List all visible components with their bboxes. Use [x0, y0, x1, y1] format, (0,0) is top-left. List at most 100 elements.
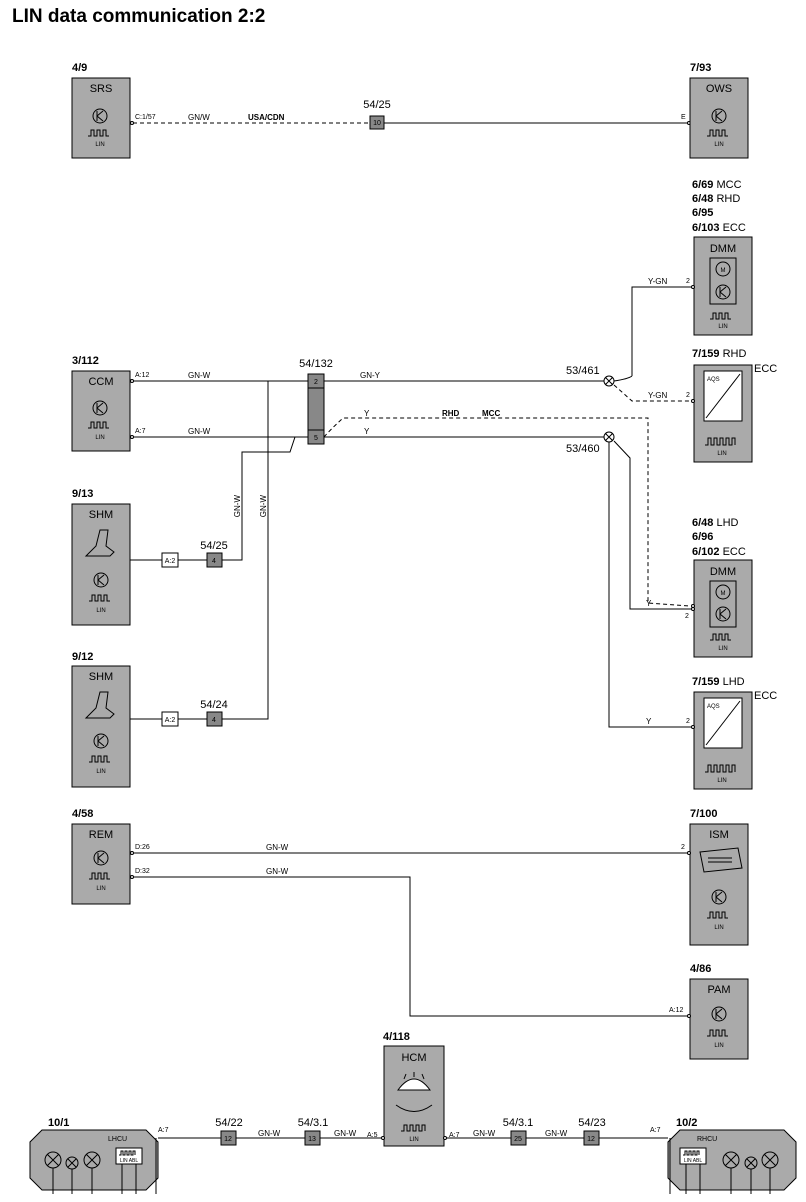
svg-text:LIN: LIN: [714, 142, 723, 148]
svg-text:LIN: LIN: [717, 451, 726, 457]
svg-text:2: 2: [681, 844, 685, 851]
svg-text:DMM: DMM: [710, 243, 736, 255]
svg-text:GN-Y: GN-Y: [360, 371, 381, 380]
usa-cdn-label: USA/CDN: [248, 113, 285, 122]
module-dmm-rhd: 6/69 MCC 6/48 RHD 6/95 6/103 ECC DMM M L…: [692, 179, 753, 336]
svg-text:GN-W: GN-W: [266, 867, 289, 876]
svg-text:A:7: A:7: [449, 1132, 460, 1139]
ignition-switch-icon: [699, 847, 743, 873]
svg-text:GN-W: GN-W: [266, 843, 289, 852]
svg-text:DMM: DMM: [710, 566, 736, 578]
module-rhcu: 10/2 RHCU LIN ABL: [667, 1117, 797, 1194]
module-aqs-rhd: 7/159 RHD ECC AQS LIN: [692, 348, 777, 463]
module-dmm-lhd: 6/48 LHD 6/96 6/102 ECC DMM M LIN: [692, 517, 753, 658]
svg-text:A:7: A:7: [650, 1127, 661, 1134]
transistor-icon: [92, 108, 108, 124]
svg-text:9/12: 9/12: [72, 651, 93, 663]
svg-text:HCM: HCM: [401, 1052, 426, 1064]
svg-text:Y: Y: [646, 717, 652, 726]
diagram-title: LIN data communication 2:2: [12, 6, 266, 27]
svg-text:GN-W: GN-W: [188, 371, 211, 380]
transistor-icon: [93, 850, 109, 866]
svg-text:54/25: 54/25: [200, 540, 228, 552]
ows-pin: E: [681, 114, 686, 121]
splice-53-461-icon: [603, 375, 615, 387]
svg-text:LIN ABL: LIN ABL: [120, 1158, 139, 1164]
svg-text:LIN: LIN: [714, 925, 723, 931]
transistor-icon: [715, 606, 731, 622]
svg-text:54/3.1: 54/3.1: [503, 1117, 534, 1129]
svg-text:6/95: 6/95: [692, 207, 713, 219]
svg-text:LIN ABL: LIN ABL: [684, 1158, 703, 1164]
srs-name: SRS: [90, 83, 113, 95]
svg-text:9/13: 9/13: [72, 488, 93, 500]
headlamp-icon: [397, 1078, 431, 1091]
svg-text:6/48 RHD: 6/48 RHD: [692, 193, 740, 205]
svg-text:6/102 ECC: 6/102 ECC: [692, 546, 746, 558]
svg-text:7/100: 7/100: [690, 808, 718, 820]
svg-text:6/48 LHD: 6/48 LHD: [692, 517, 739, 529]
svg-text:SHM: SHM: [89, 671, 113, 683]
module-pam: 4/86 PAM LIN: [689, 963, 749, 1060]
svg-text:A:2: A:2: [165, 717, 176, 724]
svg-text:GN-W: GN-W: [258, 1129, 281, 1138]
lin-pulse-icon: [88, 129, 109, 137]
svg-text:2: 2: [685, 613, 689, 620]
srs-pin: C:1/57: [135, 114, 156, 121]
connector-54-3-1-left: [304, 1130, 321, 1146]
svg-text:54/24: 54/24: [200, 699, 228, 711]
svg-text:GN-W: GN-W: [545, 1129, 568, 1138]
svg-text:GN-W: GN-W: [233, 495, 242, 518]
svg-text:ISM: ISM: [709, 829, 729, 841]
connector-54-24: [206, 711, 223, 727]
svg-text:3/112: 3/112: [72, 355, 99, 367]
srs-ref: 4/9: [72, 62, 87, 74]
transistor-icon: [711, 1006, 727, 1022]
svg-text:Y-GN: Y-GN: [648, 277, 667, 286]
seat-icon: [84, 691, 115, 719]
svg-text:A:2: A:2: [165, 558, 176, 565]
svg-text:Y: Y: [364, 409, 370, 418]
svg-text:PAM: PAM: [707, 984, 730, 996]
lin-pulse-icon: [707, 129, 728, 137]
svg-text:LHCU: LHCU: [108, 1136, 127, 1143]
svg-text:LIN: LIN: [96, 769, 105, 775]
svg-text:4/58: 4/58: [72, 808, 93, 820]
svg-text:RHD: RHD: [442, 409, 460, 418]
svg-text:LIN: LIN: [96, 608, 105, 614]
srs-lin: LIN: [95, 142, 104, 148]
svg-text:A:7: A:7: [158, 1127, 169, 1134]
svg-text:4: 4: [212, 717, 216, 724]
transistor-icon: [92, 400, 108, 416]
module-rem: 4/58 REM LIN: [71, 808, 131, 905]
svg-text:LIN: LIN: [95, 435, 104, 441]
svg-text:GN-W: GN-W: [188, 427, 211, 436]
svg-text:4/86: 4/86: [690, 963, 711, 975]
connector-54-25-top-ref: 54/25: [363, 99, 391, 111]
module-aqs-lhd: 7/159 LHD ECC AQS LIN: [692, 676, 777, 790]
module-shm-12: 9/12 SHM LIN: [71, 651, 131, 788]
svg-text:LIN: LIN: [714, 1043, 723, 1049]
svg-text:2: 2: [686, 278, 690, 285]
svg-text:ECC: ECC: [754, 690, 777, 702]
svg-text:6/103 ECC: 6/103 ECC: [692, 222, 746, 234]
ows-ref: 7/93: [690, 62, 711, 74]
svg-text:GN-W: GN-W: [259, 495, 268, 518]
svg-text:LIN: LIN: [717, 778, 726, 784]
svg-text:REM: REM: [89, 829, 113, 841]
svg-text:54/22: 54/22: [215, 1117, 243, 1129]
svg-text:13: 13: [308, 1136, 316, 1143]
svg-text:A:12: A:12: [135, 372, 150, 379]
svg-text:ECC: ECC: [754, 363, 777, 375]
svg-text:53/461: 53/461: [566, 365, 600, 377]
svg-text:53/460: 53/460: [566, 443, 600, 455]
motor-icon: [715, 261, 731, 277]
svg-text:54/3.1: 54/3.1: [298, 1117, 329, 1129]
module-ism: 7/100 ISM LIN: [689, 808, 749, 946]
srs-wire-color: GN/W: [188, 113, 210, 122]
svg-text:4: 4: [212, 558, 216, 565]
module-srs: 4/9 SRS LIN: [71, 62, 131, 159]
svg-text:6/69 MCC: 6/69 MCC: [692, 179, 742, 191]
svg-text:MCC: MCC: [482, 409, 500, 418]
